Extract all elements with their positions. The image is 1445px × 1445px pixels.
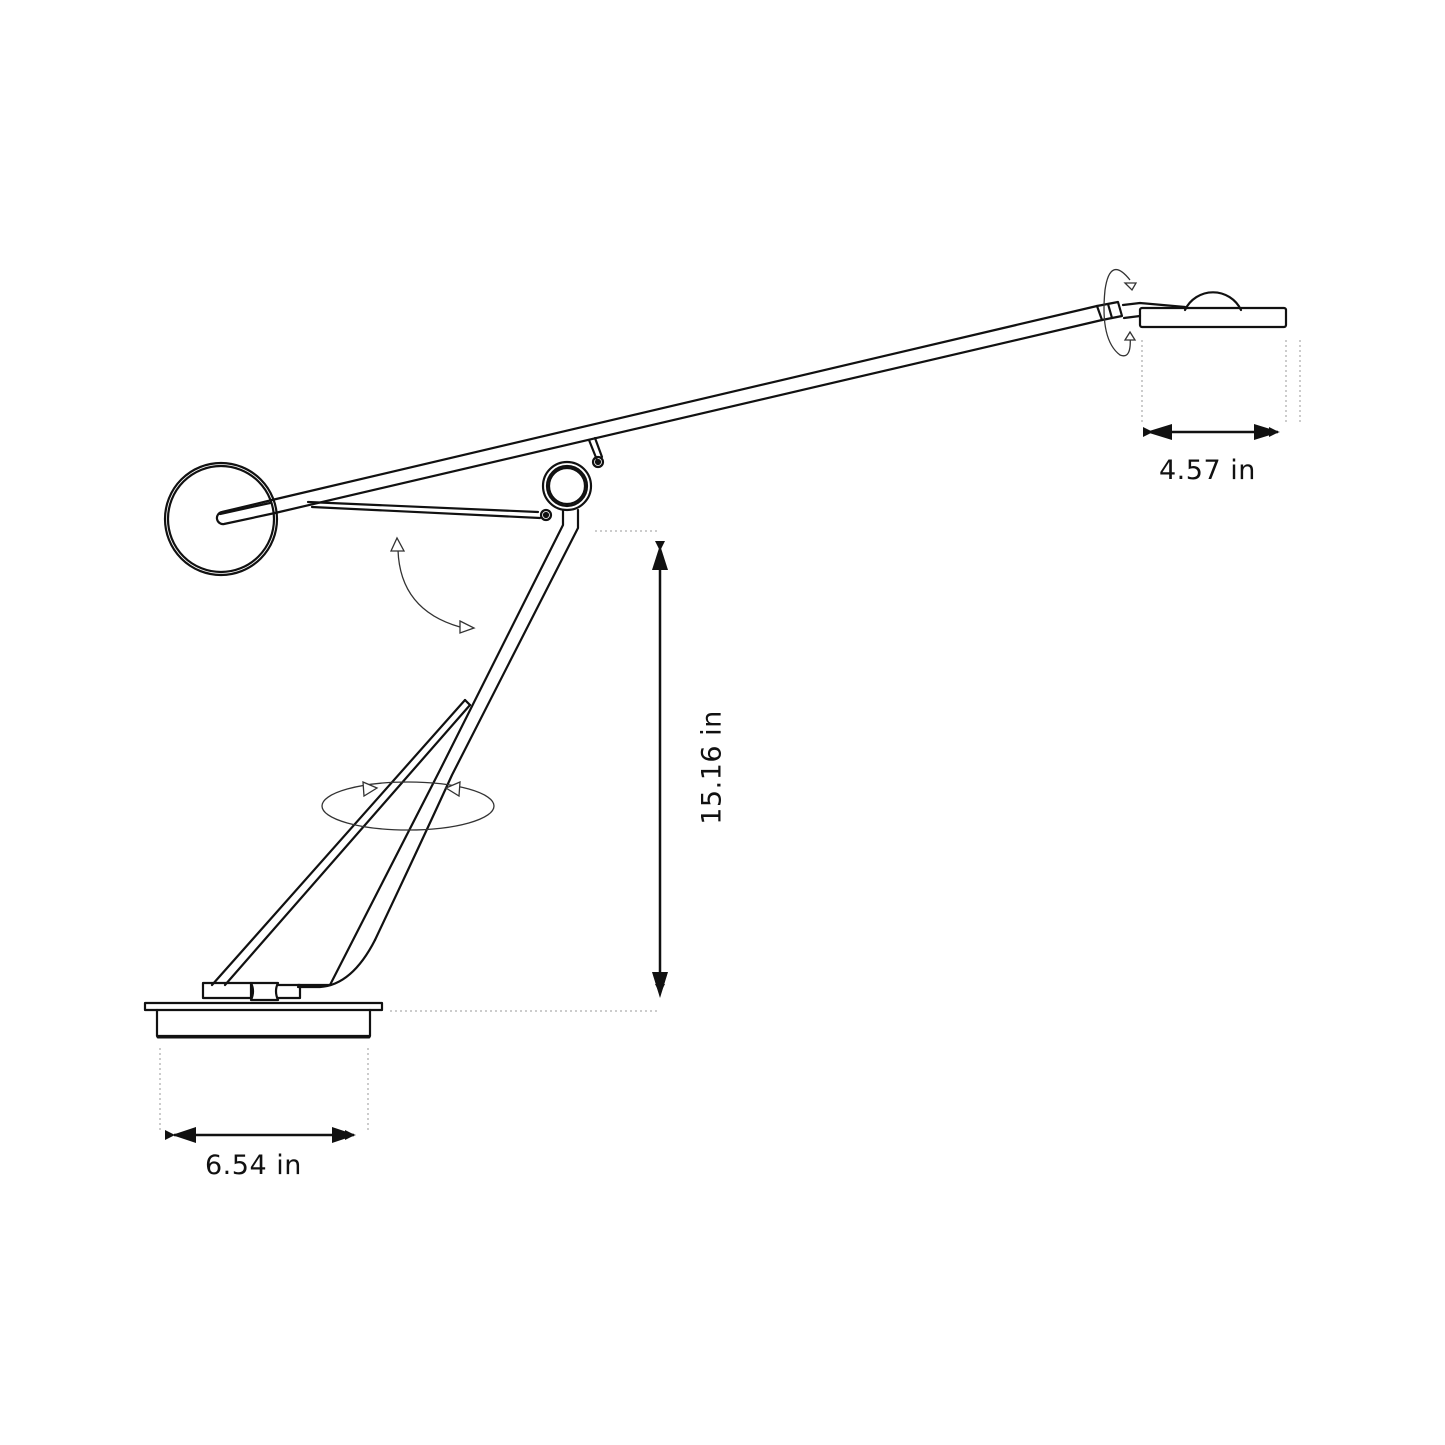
height-label: 15.16 in xyxy=(696,710,728,825)
upper-link xyxy=(587,436,605,469)
upright-stem xyxy=(296,508,580,989)
head-rotation-arrow-icon xyxy=(1103,269,1138,357)
base-foot xyxy=(201,981,302,1002)
arm-tilt-arrow-icon xyxy=(389,536,476,634)
main-arm xyxy=(215,300,1124,526)
counterweight-disc xyxy=(163,461,279,577)
dimension-guides xyxy=(159,340,1301,1130)
lamp-head xyxy=(1121,291,1288,329)
base-plate xyxy=(143,1001,384,1039)
base-width-label: 6.54 in xyxy=(205,1150,302,1181)
arrowheads xyxy=(172,424,1280,1143)
motion-indicators xyxy=(321,269,1138,831)
diagonal-brace xyxy=(210,698,472,987)
base-swivel-arrow-icon xyxy=(321,780,495,831)
pivot-hub xyxy=(539,460,593,522)
head-width-label: 4.57 in xyxy=(1159,455,1256,486)
lamp-drawing xyxy=(143,291,1288,1039)
link-rod xyxy=(306,500,542,520)
